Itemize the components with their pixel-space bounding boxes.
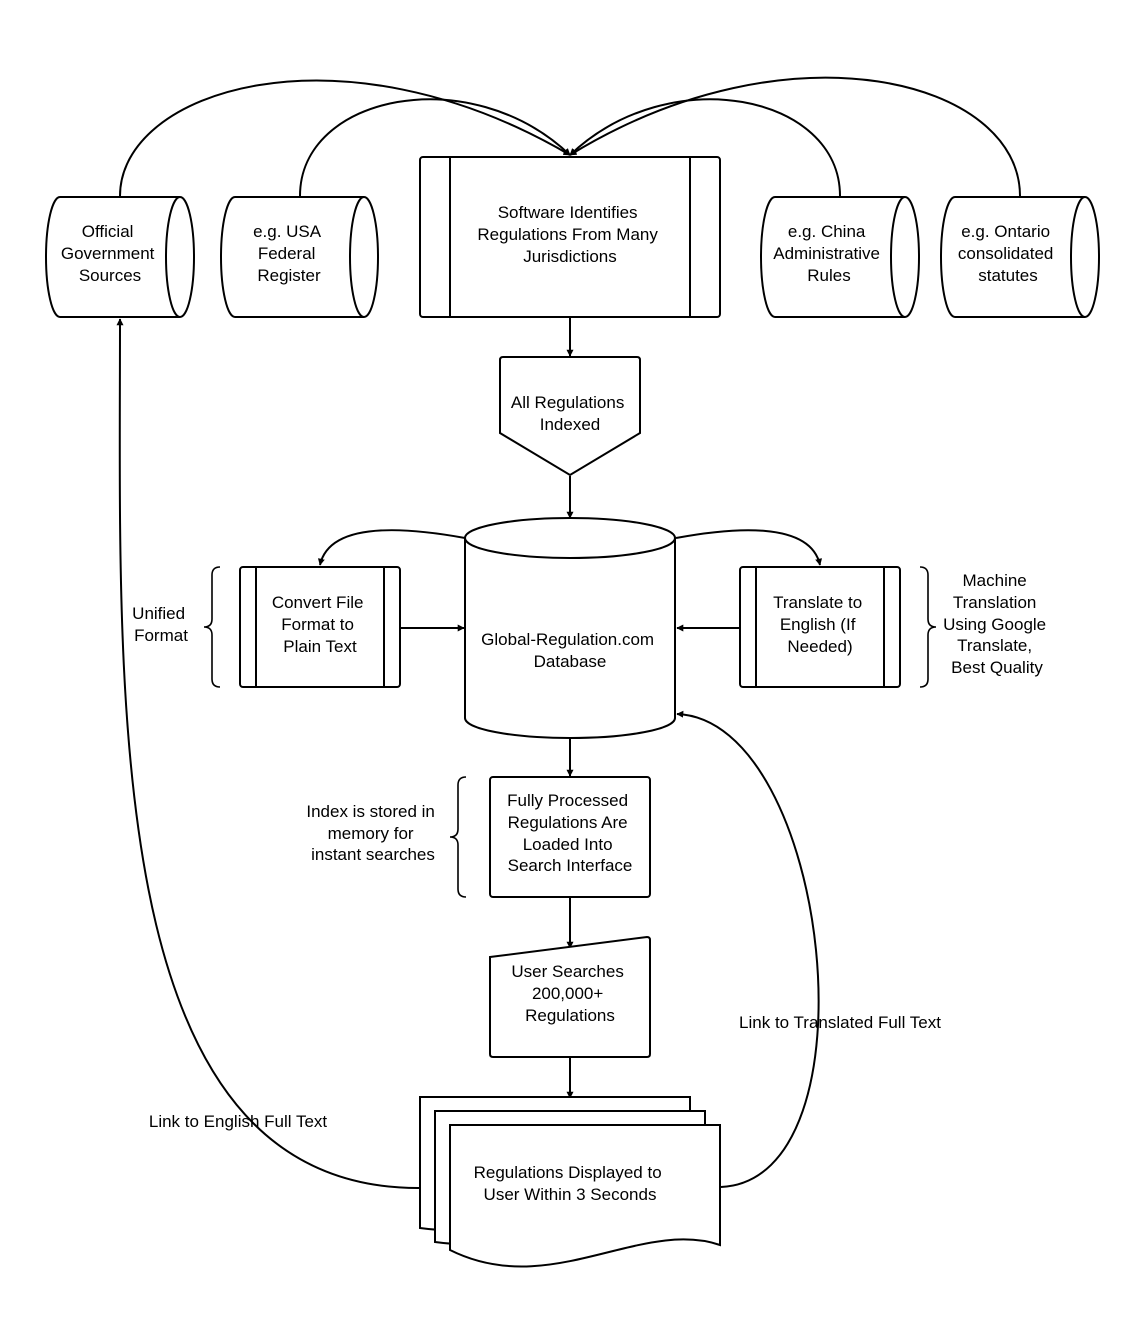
edge-ontario-to-software <box>569 76 1021 197</box>
user-search-line-1: User Searches <box>511 962 623 981</box>
official-sources-line-2: Government <box>61 244 155 263</box>
loaded-line-2: Regulations Are <box>508 813 628 832</box>
usa-register-line-2: Federal <box>258 244 316 263</box>
svg-text:e.g. China Administrativ: e.g. China Administrative Rules <box>773 222 885 285</box>
svg-text:Unified Format: Unified Format <box>132 604 190 645</box>
china-rules-line-3: Rules <box>807 266 850 285</box>
edge-displayed-to-official <box>116 318 421 1190</box>
indexed-line-2: Indexed <box>540 415 601 434</box>
loaded-line-4: Search Interface <box>508 856 633 875</box>
convert-node: Convert File Format to Plain Text <box>239 566 401 688</box>
indexed-node: All Regulations Indexed <box>499 356 641 477</box>
index-memory-annotation: Index is stored in memory for instant se… <box>306 776 467 898</box>
china-rules-line-1: e.g. China <box>788 222 866 241</box>
loaded-line-3: Loaded Into <box>523 835 613 854</box>
software-line-1: Software Identifies <box>498 203 638 222</box>
edge-official-to-software <box>119 79 571 197</box>
china-rules-line-2: Administrative <box>773 244 880 263</box>
usa-register-node: e.g. USA Federal Register <box>220 196 379 318</box>
svg-text:Regulations Displayed to: Regulations Displayed to User Within 3 S… <box>474 1163 667 1204</box>
displayed-line-2: User Within 3 Seconds <box>484 1185 657 1204</box>
ontario-statutes-line-1: e.g. Ontario <box>961 222 1050 241</box>
indexed-line-1: All Regulations <box>511 393 624 412</box>
user-search-node: User Searches 200,000+ Regulations <box>489 935 651 1058</box>
software-line-3: Jurisdictions <box>523 247 617 266</box>
usa-register-line-3: Register <box>257 266 321 285</box>
unified-format-line-1: Unified <box>132 604 185 623</box>
edge-displayed-to-database <box>676 710 820 1188</box>
user-search-line-3: Regulations <box>525 1006 615 1025</box>
translate-line-3: Needed) <box>787 637 852 656</box>
database-line-2: Database <box>534 652 607 671</box>
svg-text:e.g. Ontario consolidate: e.g. Ontario consolidated statutes <box>958 222 1058 285</box>
svg-text:User Searches 200,000+: User Searches 200,000+ Regulations <box>511 962 628 1025</box>
unified-format-annotation: Unified Format <box>132 566 221 688</box>
loaded-line-1: Fully Processed <box>507 791 628 810</box>
machine-translation-line-4: Translate, <box>957 636 1032 655</box>
svg-text:Official Government: Official Government Sources <box>61 222 159 285</box>
edges <box>116 76 1021 1190</box>
index-memory-line-1: Index is stored in <box>306 802 435 821</box>
database-node: Global-Regulation.com Database <box>464 517 676 739</box>
index-memory-line-2: memory for <box>328 824 414 843</box>
convert-line-3: Plain Text <box>283 637 357 656</box>
machine-translation-line-5: Best Quality <box>951 658 1043 677</box>
official-sources-line-3: Sources <box>79 266 141 285</box>
edge-usa-to-software <box>299 98 571 197</box>
convert-line-1: Convert File <box>272 593 364 612</box>
edge-china-to-software <box>569 98 841 197</box>
ontario-statutes-line-2: consolidated <box>958 244 1053 263</box>
user-search-line-2: 200,000+ <box>532 984 603 1003</box>
displayed-node: Regulations Displayed to User Within 3 S… <box>419 1096 721 1268</box>
english-link-label: Link to English Full Text <box>149 1112 328 1131</box>
convert-line-2: Format to <box>281 615 354 634</box>
loaded-node: Fully Processed Regulations Are Loaded I… <box>489 776 651 898</box>
software-node: Software Identifies Regulations From Man… <box>419 156 721 318</box>
svg-text:e.g. USA Federal R: e.g. USA Federal Register <box>253 222 325 285</box>
translate-line-1: Translate to <box>773 593 862 612</box>
svg-text:Fully Processed Regulati: Fully Processed Regulations Are Loaded I… <box>507 791 633 875</box>
svg-text:All Regulations Indexed: All Regulations Indexed <box>511 393 629 434</box>
official-sources-line-1: Official <box>82 222 134 241</box>
translate-node: Translate to English (If Needed) <box>739 566 901 688</box>
svg-text:Translate to English (If: Translate to English (If Needed) <box>773 593 867 656</box>
svg-text:Machine Translation: Machine Translation Using Google Transla… <box>943 571 1051 677</box>
software-line-2: Regulations From Many <box>477 225 658 244</box>
translated-link-label: Link to Translated Full Text <box>739 1013 941 1032</box>
machine-translation-line-1: Machine <box>963 571 1027 590</box>
official-sources-node: Official Government Sources <box>45 196 195 318</box>
translate-line-2: English (If <box>780 615 856 634</box>
svg-text:Index is stored in memor: Index is stored in memory for instant se… <box>306 802 439 864</box>
index-memory-line-3: instant searches <box>311 845 435 864</box>
ontario-statutes-line-3: statutes <box>978 266 1038 285</box>
edge-database-to-convert <box>317 529 466 566</box>
database-line-1: Global-Regulation.com <box>481 630 654 649</box>
machine-translation-line-2: Translation <box>953 593 1036 612</box>
svg-text:Convert File Format to: Convert File Format to Plain Text <box>272 593 368 656</box>
usa-register-line-1: e.g. USA <box>253 222 322 241</box>
china-rules-node: e.g. China Administrative Rules <box>760 196 920 318</box>
edge-database-to-translate <box>675 529 823 566</box>
machine-translation-annotation: Machine Translation Using Google Transla… <box>919 566 1051 688</box>
machine-translation-line-3: Using Google <box>943 615 1046 634</box>
svg-text:Software Identifies Regu: Software Identifies Regulations From Man… <box>477 203 662 266</box>
displayed-line-1: Regulations Displayed to <box>474 1163 662 1182</box>
unified-format-line-2: Format <box>134 626 188 645</box>
svg-text:Global-Regulation.com Da: Global-Regulation.com Database <box>481 630 659 671</box>
ontario-statutes-node: e.g. Ontario consolidated statutes <box>940 196 1100 318</box>
